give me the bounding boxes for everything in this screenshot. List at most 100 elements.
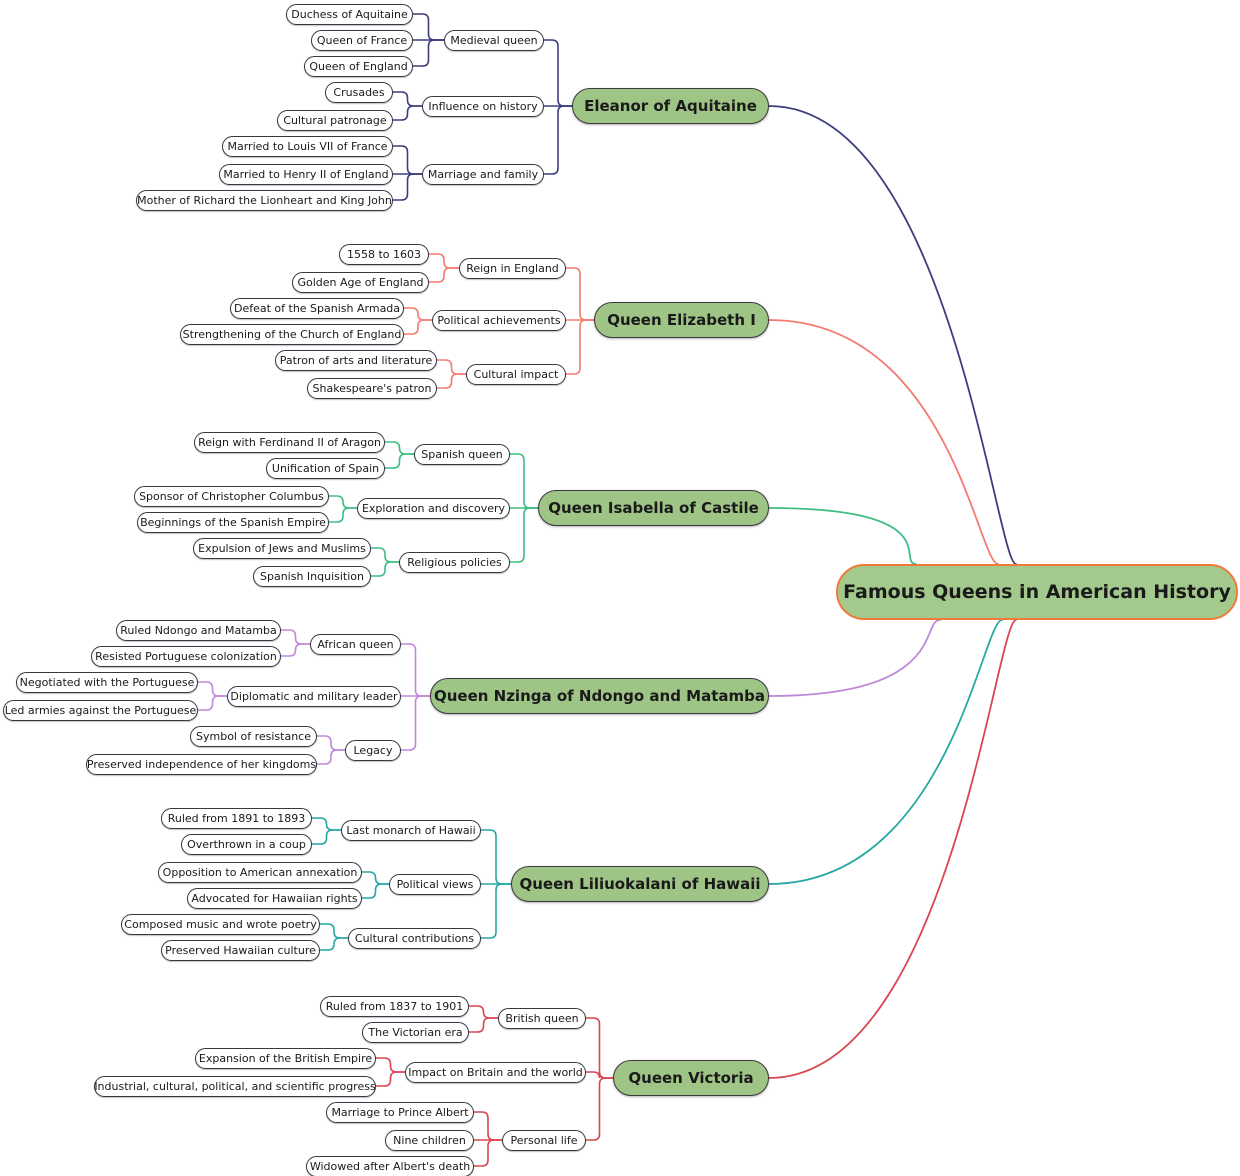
leaf-reign-with-ferdinand-ii-of-aragon[interactable]: Reign with Ferdinand II of Aragon (194, 431, 385, 453)
subtopic-political-views[interactable]: Political views (389, 873, 481, 895)
leaf-symbol-of-resistance[interactable]: Symbol of resistance (190, 725, 317, 747)
connector-1558-to-1603 (428, 253, 460, 269)
connector-queen-of-england (412, 39, 445, 67)
leaf-overthrown-in-a-coup[interactable]: Overthrown in a coup (181, 833, 312, 855)
connector-liliuokalani-to-root (768, 619, 1003, 885)
connector-cultural-patronage (392, 105, 423, 121)
subtopic-religious-policies[interactable]: Religious policies (399, 551, 510, 573)
leaf-queen-of-france[interactable]: Queen of France (311, 29, 413, 51)
connector-legacy (400, 695, 431, 751)
leaf-queen-of-england[interactable]: Queen of England (304, 55, 413, 77)
connector-shakespeare-s-patron (436, 373, 467, 389)
leaf-preserved-independence-of-her-kingdoms[interactable]: Preserved independence of her kingdoms (86, 753, 317, 775)
connector-unification-of-spain (384, 453, 415, 469)
connector-expulsion-of-jews-and-muslims (370, 547, 400, 563)
leaf-expansion-of-the-british-empire[interactable]: Expansion of the British Empire (195, 1047, 376, 1069)
leaf-cultural-patronage[interactable]: Cultural patronage (277, 109, 393, 131)
subtopic-personal-life[interactable]: Personal life (502, 1129, 586, 1151)
connector-negotiated-with-the-portuguese (197, 681, 228, 697)
leaf-nine-children[interactable]: Nine children (385, 1129, 474, 1151)
connector-medieval-queen (543, 39, 573, 107)
leaf-the-victorian-era[interactable]: The Victorian era (362, 1021, 469, 1043)
subtopic-marriage-and-family[interactable]: Marriage and family (422, 163, 544, 185)
leaf-duchess-of-aquitaine[interactable]: Duchess of Aquitaine (286, 3, 413, 25)
leaf-ruled-from-1837-to-1901[interactable]: Ruled from 1837 to 1901 (320, 995, 469, 1017)
leaf-mother-of-richard-the-lionheart-and-king[interactable]: Mother of Richard the Lionheart and King… (136, 189, 393, 211)
leaf-shakespeare-s-patron[interactable]: Shakespeare's patron (307, 377, 437, 399)
subtopic-legacy[interactable]: Legacy (345, 739, 401, 761)
leaf-crusades[interactable]: Crusades (325, 81, 393, 103)
connector-impact-on-britain-and-the-world (585, 1071, 614, 1079)
connector-beginnings-of-the-spanish-empire (328, 507, 358, 523)
subtopic-medieval-queen[interactable]: Medieval queen (444, 29, 544, 51)
leaf-opposition-to-american-annexation[interactable]: Opposition to American annexation (158, 861, 362, 883)
subtopic-impact-on-britain-and-the-world[interactable]: Impact on Britain and the world (405, 1061, 586, 1083)
connector-widowed-after-albert-s-death (473, 1139, 503, 1167)
subtopic-cultural-impact[interactable]: Cultural impact (466, 363, 566, 385)
topic-isabella[interactable]: Queen Isabella of Castile (538, 490, 769, 526)
leaf-sponsor-of-christopher-columbus[interactable]: Sponsor of Christopher Columbus (134, 485, 329, 507)
leaf-resisted-portuguese-colonization[interactable]: Resisted Portuguese colonization (91, 645, 281, 667)
connector-spanish-queen (509, 453, 539, 509)
subtopic-reign-in-england[interactable]: Reign in England (459, 257, 566, 279)
leaf-ruled-ndongo-and-matamba[interactable]: Ruled Ndongo and Matamba (116, 619, 281, 641)
connector-symbol-of-resistance (316, 735, 346, 751)
leaf-strengthening-of-the-church-of-england[interactable]: Strengthening of the Church of England (180, 323, 404, 345)
subtopic-spanish-queen[interactable]: Spanish queen (414, 443, 510, 465)
connector-nzinga-to-root (768, 619, 941, 697)
leaf-1558-to-1603[interactable]: 1558 to 1603 (339, 243, 429, 265)
connector-composed-music-and-wrote-poetry (319, 923, 349, 939)
connector-reign-in-england (565, 267, 595, 321)
connector-marriage-to-prince-albert (473, 1111, 503, 1141)
subtopic-diplomatic-and-military-leader[interactable]: Diplomatic and military leader (227, 685, 401, 707)
connector-opposition-to-american-annexation (361, 871, 390, 885)
leaf-widowed-after-albert-s-death[interactable]: Widowed after Albert's death (306, 1155, 474, 1176)
connector-patron-of-arts-and-literature (436, 359, 467, 375)
leaf-advocated-for-hawaiian-rights[interactable]: Advocated for Hawaiian rights (187, 887, 362, 909)
connector-crusades (392, 91, 423, 107)
leaf-industrial-cultural-political-and-scient[interactable]: Industrial, cultural, political, and sci… (94, 1075, 376, 1097)
root-topic[interactable]: Famous Queens in American History (836, 564, 1238, 620)
leaf-marriage-to-prince-albert[interactable]: Marriage to Prince Albert (326, 1101, 474, 1123)
leaf-expulsion-of-jews-and-muslims[interactable]: Expulsion of Jews and Muslims (193, 537, 371, 559)
topic-eleanor[interactable]: Eleanor of Aquitaine (572, 88, 769, 124)
leaf-preserved-hawaiian-culture[interactable]: Preserved Hawaiian culture (161, 939, 320, 961)
leaf-composed-music-and-wrote-poetry[interactable]: Composed music and wrote poetry (121, 913, 320, 935)
connector-spanish-inquisition (370, 561, 400, 577)
leaf-patron-of-arts-and-literature[interactable]: Patron of arts and literature (275, 349, 437, 371)
subtopic-british-queen[interactable]: British queen (498, 1007, 586, 1029)
leaf-negotiated-with-the-portuguese[interactable]: Negotiated with the Portuguese (16, 671, 198, 693)
leaf-spanish-inquisition[interactable]: Spanish Inquisition (253, 565, 371, 587)
leaf-led-armies-against-the-portuguese[interactable]: Led armies against the Portuguese (3, 699, 198, 721)
topic-victoria[interactable]: Queen Victoria (613, 1060, 769, 1096)
subtopic-african-queen[interactable]: African queen (310, 633, 401, 655)
leaf-ruled-from-1891-to-1893[interactable]: Ruled from 1891 to 1893 (161, 807, 312, 829)
leaf-married-to-louis-vii-of-france[interactable]: Married to Louis VII of France (222, 135, 393, 157)
subtopic-cultural-contributions[interactable]: Cultural contributions (348, 927, 481, 949)
leaf-beginnings-of-the-spanish-empire[interactable]: Beginnings of the Spanish Empire (137, 511, 329, 533)
subtopic-political-achievements[interactable]: Political achievements (432, 309, 566, 331)
subtopic-last-monarch-of-hawaii[interactable]: Last monarch of Hawaii (341, 819, 481, 841)
connector-led-armies-against-the-portuguese (197, 695, 228, 711)
subtopic-exploration-and-discovery[interactable]: Exploration and discovery (357, 497, 510, 519)
connector-overthrown-in-a-coup (311, 829, 342, 845)
connector-reign-with-ferdinand-ii-of-aragon (384, 441, 415, 455)
leaf-defeat-of-the-spanish-armada[interactable]: Defeat of the Spanish Armada (230, 297, 404, 319)
topic-liliuokalani[interactable]: Queen Liliuokalani of Hawaii (511, 866, 769, 902)
topic-elizabeth[interactable]: Queen Elizabeth I (594, 302, 769, 338)
connector-advocated-for-hawaiian-rights (361, 883, 390, 899)
leaf-married-to-henry-ii-of-england[interactable]: Married to Henry II of England (219, 163, 393, 185)
connector-eleanor-to-root (768, 105, 1017, 565)
leaf-golden-age-of-england[interactable]: Golden Age of England (292, 271, 429, 293)
topic-nzinga[interactable]: Queen Nzinga of Ndongo and Matamba (430, 678, 769, 714)
connector-personal-life (585, 1077, 614, 1141)
connector-preserved-independence-of-her-kingdoms (316, 749, 346, 765)
connector-ruled-from-1837-to-1901 (468, 1005, 499, 1019)
connector-the-victorian-era (468, 1017, 499, 1033)
connector-isabella-to-root (768, 507, 917, 565)
connector-mother-of-richard-the-lionheart-and-king (392, 173, 423, 201)
subtopic-influence-on-history[interactable]: Influence on history (422, 95, 544, 117)
connector-elizabeth-to-root (768, 319, 999, 565)
connector-defeat-of-the-spanish-armada (403, 307, 433, 321)
leaf-unification-of-spain[interactable]: Unification of Spain (266, 457, 385, 479)
